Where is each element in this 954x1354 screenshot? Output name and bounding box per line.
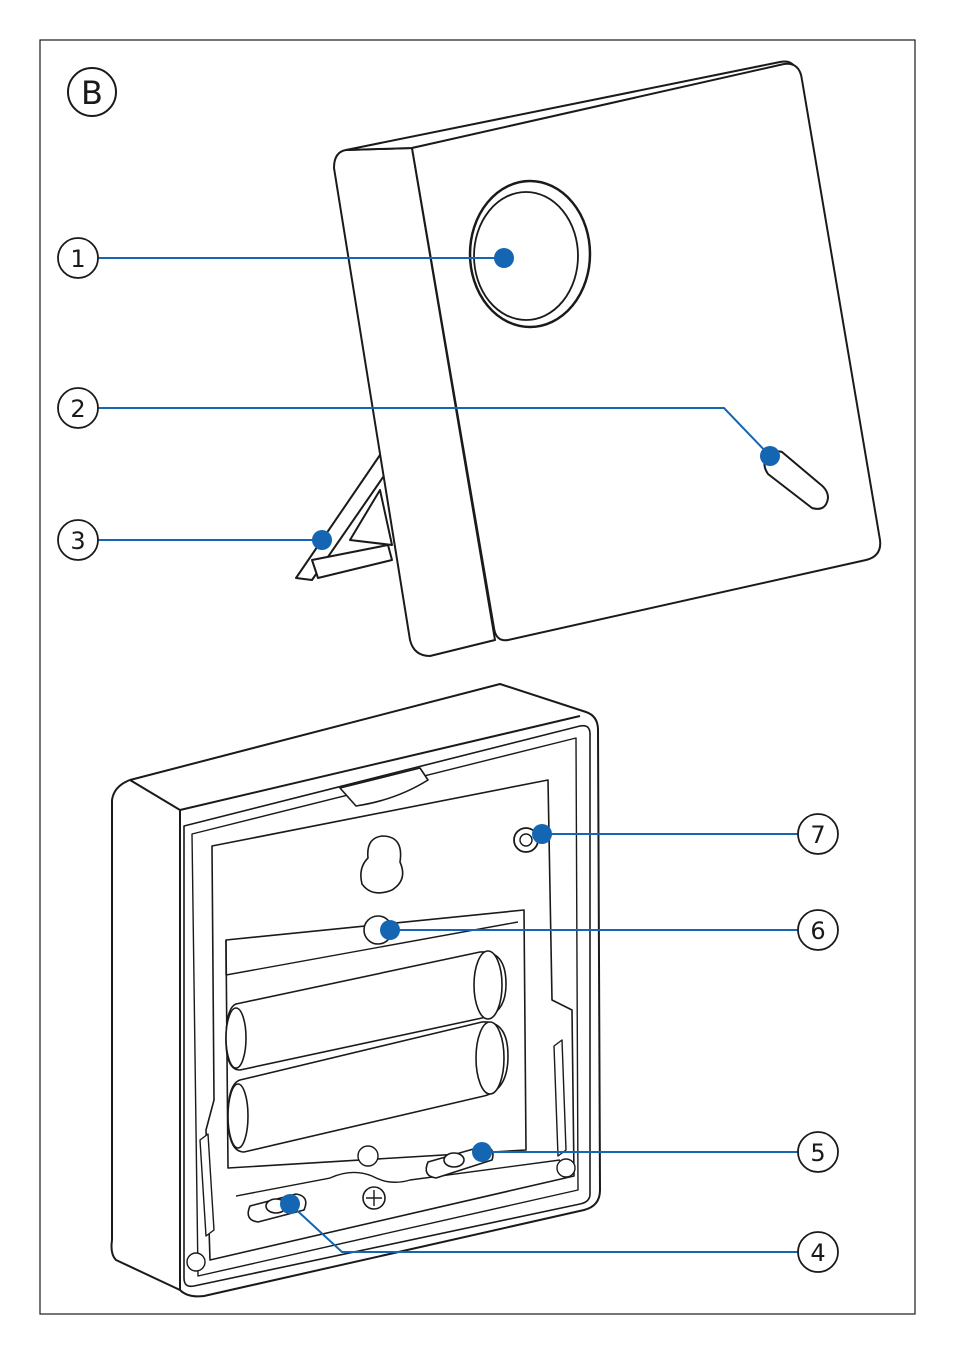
callout-dot-7 [532,824,552,844]
callout-dot-2 [760,446,780,466]
front-round-button-inner [474,192,578,320]
callout-number-7: 7 [810,821,825,849]
callout-number-2: 2 [70,395,85,423]
callout-number-1: 1 [70,245,85,273]
device-front-view [296,62,880,657]
callout-number-5: 5 [810,1139,825,1167]
corner-screw-hole-inner [520,834,532,846]
callout-dot-3 [312,530,332,550]
section-badge: B [68,68,116,116]
callout-number-3: 3 [70,527,85,555]
device-front-face [412,64,880,640]
device-back-view [112,684,601,1296]
callout-number-4: 4 [810,1239,825,1267]
callout-3: 3 [58,520,332,560]
section-letter: B [81,74,103,112]
callout-dot-5 [472,1142,492,1162]
callout-dot-1 [494,248,514,268]
center-screw-hole [358,1146,378,1166]
callout-dot-4 [280,1194,300,1214]
callout-dot-6 [380,920,400,940]
callout-number-6: 6 [810,917,825,945]
